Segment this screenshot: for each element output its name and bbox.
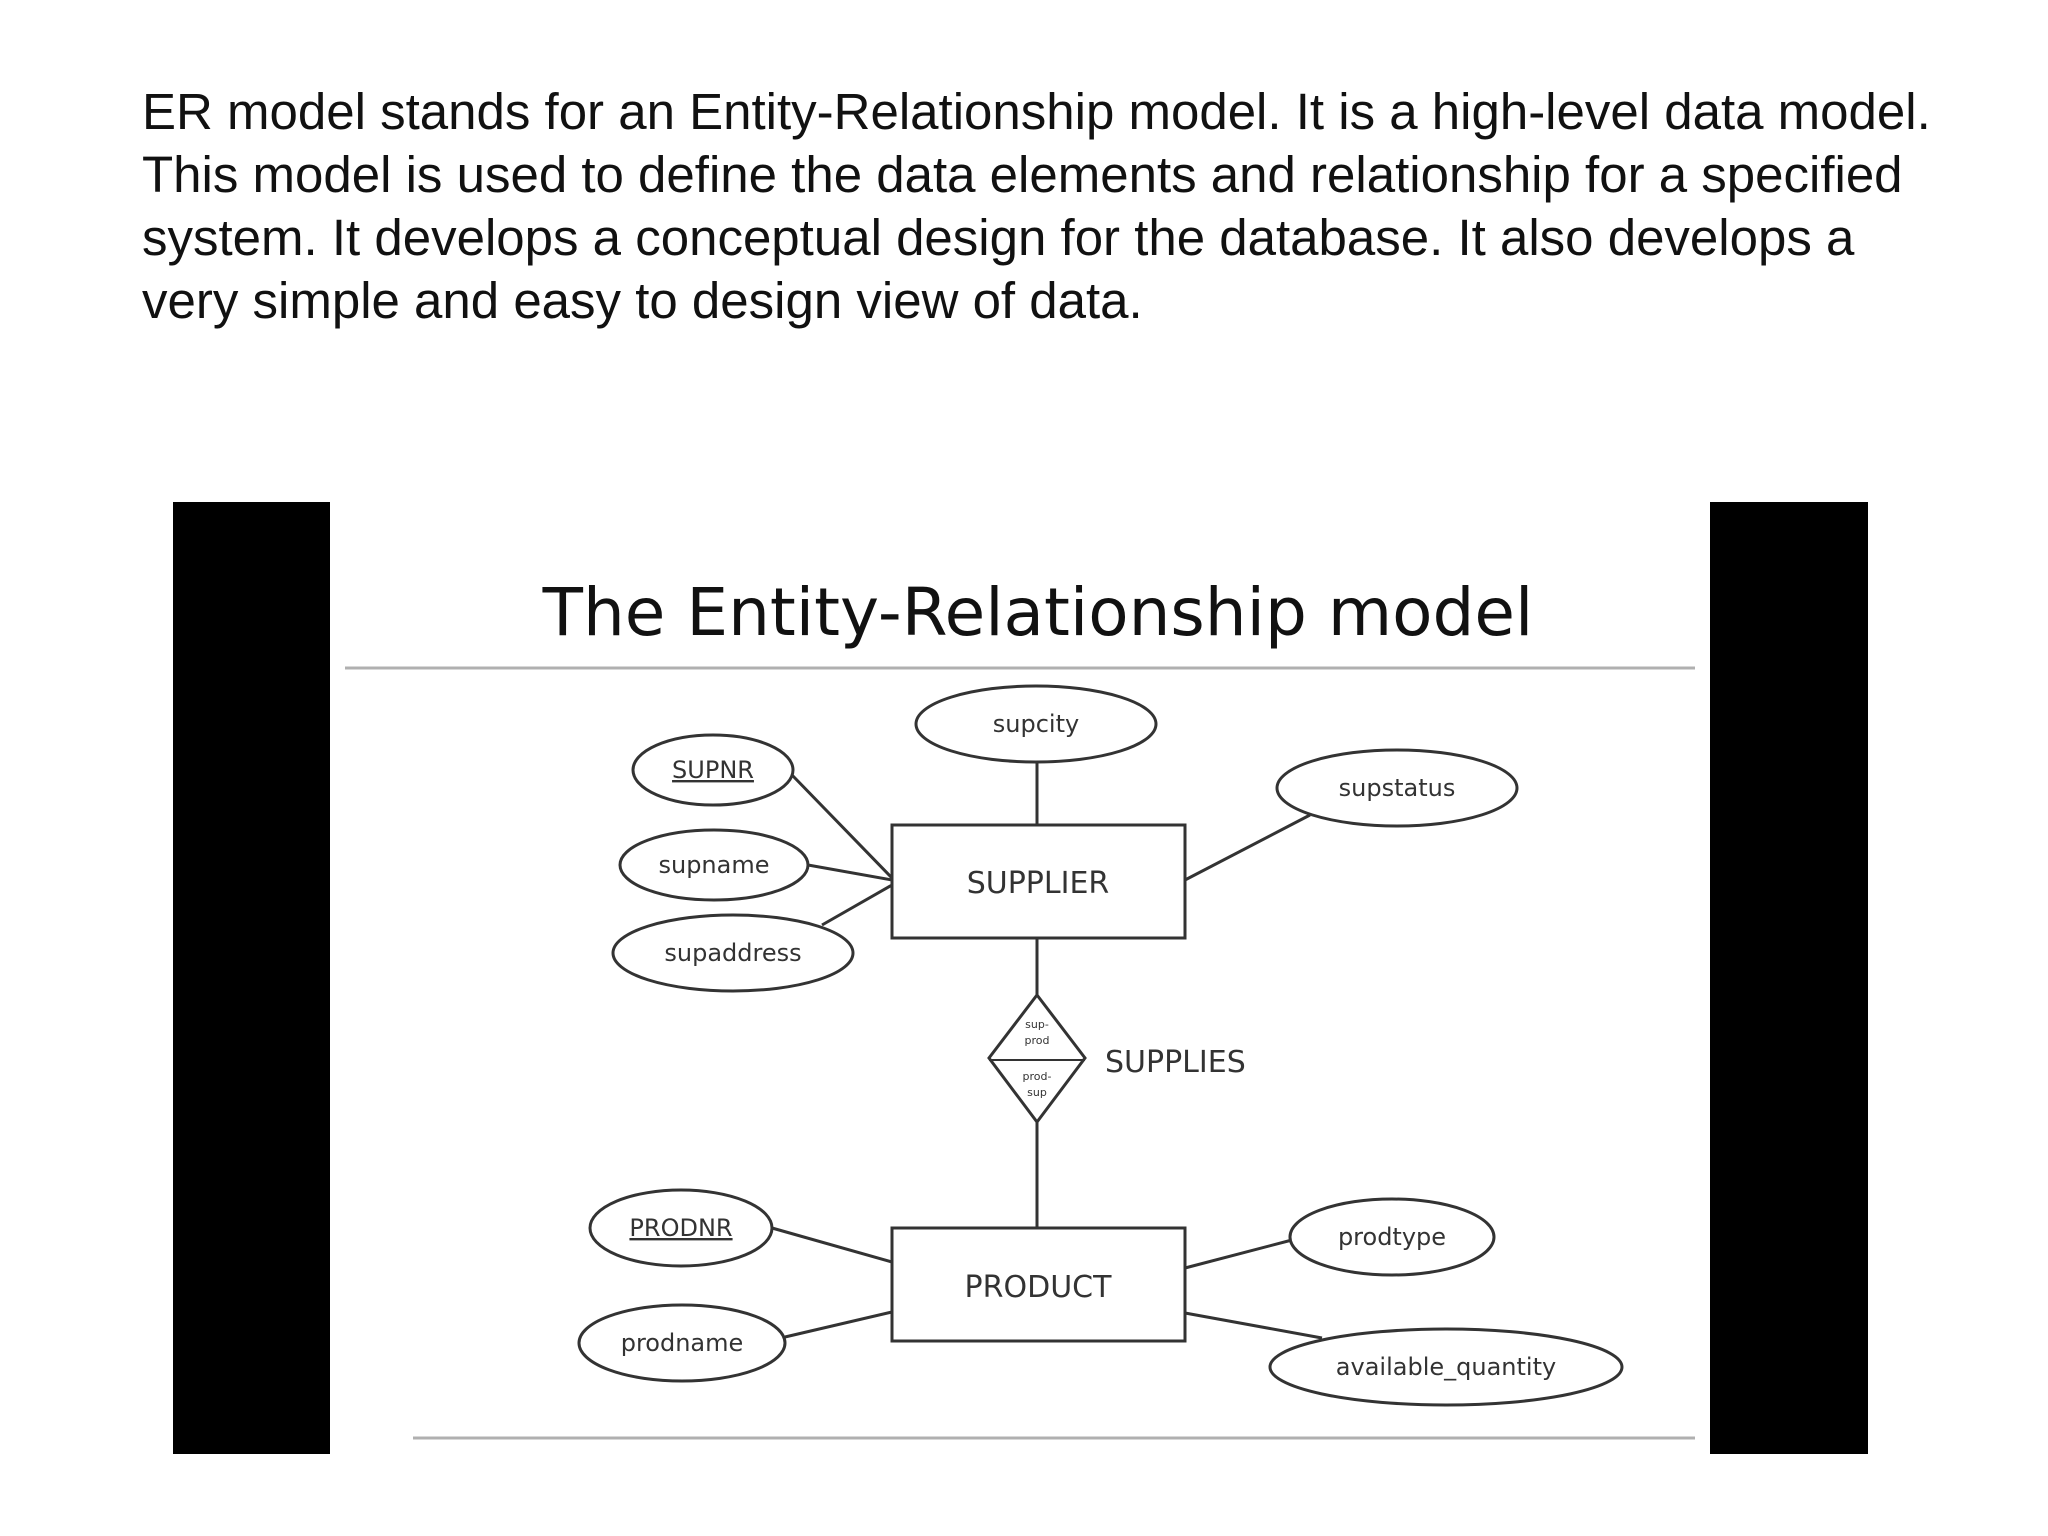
attr-supaddress-label: supaddress	[664, 939, 801, 967]
figure-title: The Entity-Relationship model	[542, 574, 1534, 651]
entity-product-label: PRODUCT	[965, 1270, 1113, 1305]
connector-supname	[807, 863, 893, 882]
connector-supaddress	[821, 883, 893, 927]
attr-supnr-label: SUPNR	[672, 756, 754, 784]
connector-supstatus	[1184, 813, 1311, 882]
role-top-line-2: prod	[1025, 1034, 1050, 1047]
attr-prodtype-label: prodtype	[1338, 1223, 1446, 1251]
connector-prodtype	[1184, 1238, 1293, 1270]
connector-supnr	[790, 773, 894, 880]
connector-prodnr	[771, 1226, 893, 1264]
attr-prodnr-ellipse	[588, 1188, 774, 1268]
role-bottom-line-1: prod-	[1023, 1070, 1052, 1083]
role-top-line-1: sup-	[1025, 1018, 1049, 1031]
intro-paragraph: ER model stands for an Entity-Relationsh…	[142, 83, 1931, 329]
relationship-supplies-diamond	[987, 992, 1087, 1125]
attr-available-quantity-label: available_quantity	[1336, 1353, 1556, 1381]
role-bottom-line-2: sup	[1027, 1086, 1047, 1099]
attr-available-quantity-ellipse	[1268, 1327, 1624, 1407]
attr-supname-ellipse	[618, 828, 810, 902]
attr-supcity-label: supcity	[993, 710, 1079, 738]
connector-available-quantity	[1184, 1311, 1323, 1340]
entity-supplier-box	[890, 823, 1187, 940]
attr-supaddress-ellipse	[611, 913, 855, 993]
attr-supcity-ellipse	[914, 684, 1158, 764]
entity-supplier-label: SUPPLIER	[967, 866, 1110, 901]
attr-prodname-label: prodname	[621, 1329, 744, 1357]
attr-prodname-ellipse	[577, 1303, 787, 1383]
relationship-supplies-label: SUPPLIES	[1105, 1045, 1246, 1080]
right-black-bar	[1710, 502, 1868, 1454]
attr-prodtype-ellipse	[1288, 1197, 1496, 1277]
attr-supname-label: supname	[658, 851, 769, 879]
connector-prodname	[784, 1310, 893, 1339]
left-black-bar	[173, 502, 330, 1454]
attr-supnr-ellipse	[631, 733, 795, 807]
attr-prodnr-label: PRODNR	[629, 1214, 732, 1242]
attr-supstatus-label: supstatus	[1339, 774, 1456, 802]
entity-product-box	[890, 1226, 1187, 1343]
attr-supstatus-ellipse	[1275, 748, 1519, 828]
